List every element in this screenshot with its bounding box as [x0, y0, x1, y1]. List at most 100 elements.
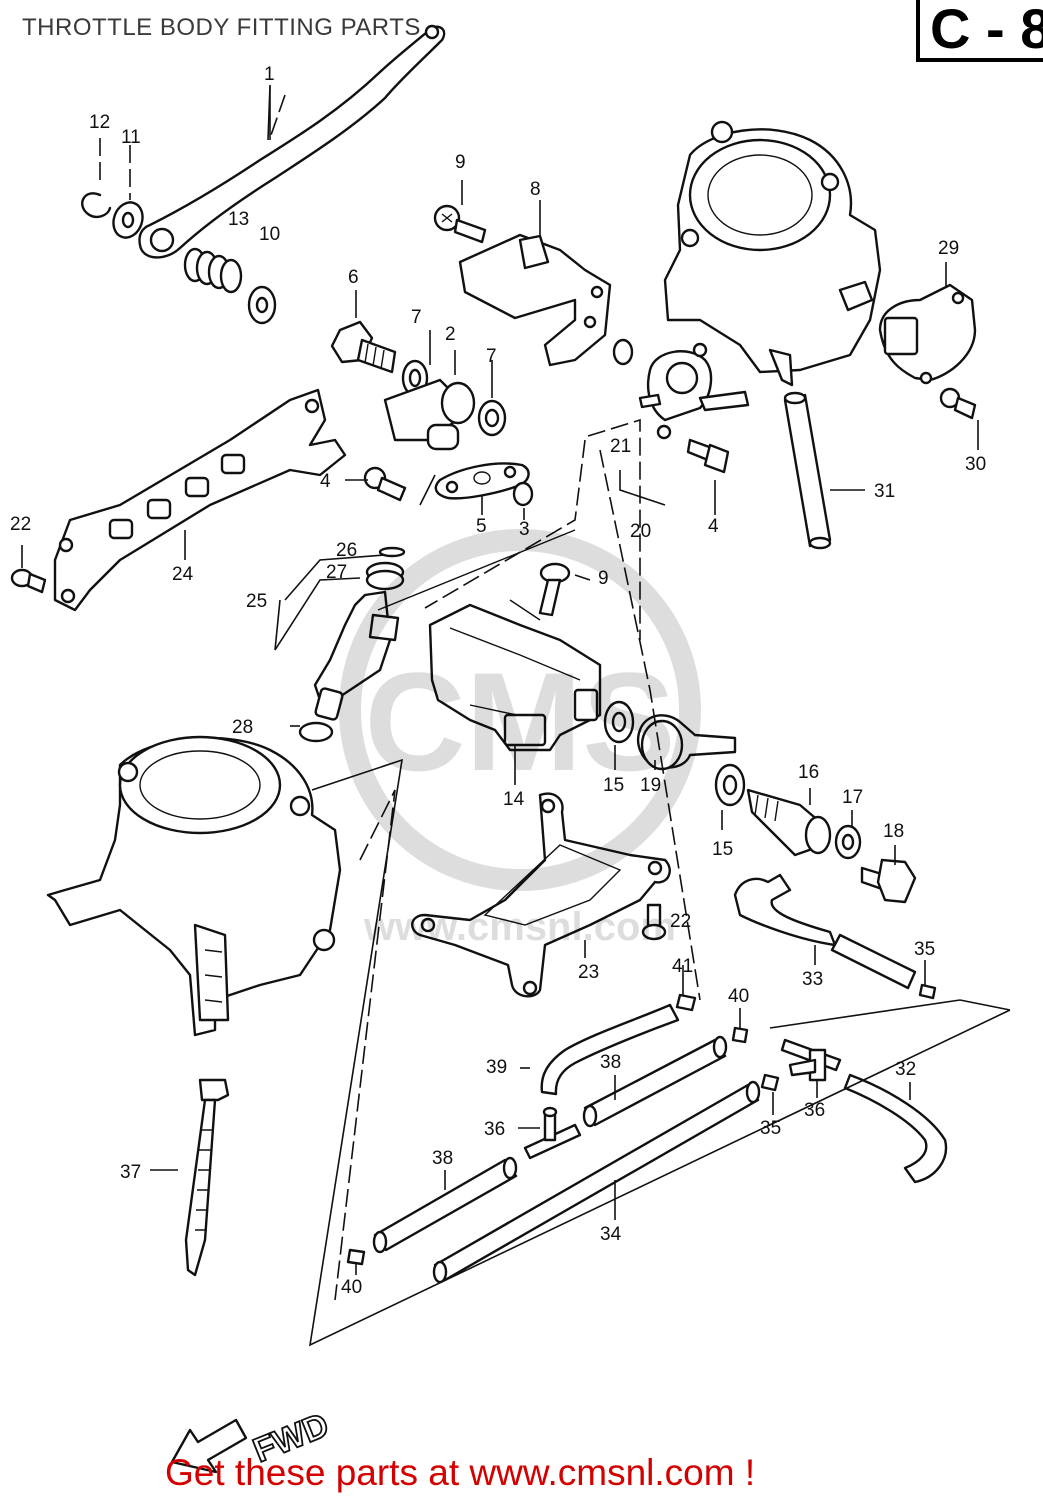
callout-41: 41: [672, 956, 693, 977]
callout-9b: 9: [598, 568, 609, 589]
callout-40b: 40: [341, 1277, 362, 1298]
part-35-cap-a[interactable]: [918, 983, 937, 1000]
part-20-pressure-regulator[interactable]: [638, 342, 750, 440]
part-38-hose-a[interactable]: [582, 1035, 728, 1128]
part-10-washer[interactable]: [247, 285, 277, 325]
callout-38a: 38: [600, 1052, 621, 1073]
callout-11: 11: [121, 127, 141, 148]
part-41-cap[interactable]: [675, 993, 697, 1012]
part-4-bolt-a[interactable]: [363, 466, 407, 502]
part-31-hose[interactable]: [783, 391, 832, 550]
part-17-washer[interactable]: [834, 824, 862, 860]
section-code-box: [916, 0, 1043, 62]
footer-parts-link[interactable]: Get these parts at www.cmsnl.com !: [165, 1452, 756, 1493]
callout-labels: 1 2 3 4 4 5 6 7 7 8 9 9 10 11 12 13 14 1…: [10, 64, 986, 1298]
callout-4b: 4: [708, 516, 719, 537]
part-18-bolt[interactable]: [860, 858, 917, 904]
callout-22b: 22: [670, 911, 691, 932]
fwd-label: FWD: [247, 1405, 335, 1465]
callout-39: 39: [486, 1057, 507, 1078]
callout-3: 3: [519, 519, 530, 540]
part-7-washer-b[interactable]: [477, 399, 507, 437]
part-22-bolt-b[interactable]: [641, 903, 667, 941]
callout-1: 1: [264, 64, 275, 85]
watermark-logo: CMS www.cmsnl.com: [339, 529, 701, 949]
callout-26: 26: [336, 540, 357, 561]
callout-28: 28: [232, 717, 253, 738]
callout-7b: 7: [486, 346, 497, 367]
part-15-washer-a[interactable]: [603, 700, 635, 744]
part-25-fuel-injector[interactable]: [313, 590, 400, 721]
part-19-union[interactable]: [636, 714, 737, 771]
part-23-bracket[interactable]: [411, 792, 671, 998]
part-29-throttle-position-sensor[interactable]: [878, 283, 977, 385]
callout-35b: 35: [760, 1118, 781, 1139]
callout-9a: 9: [455, 152, 466, 173]
part-22-bolt-a[interactable]: [10, 568, 47, 594]
part-36-tee-a[interactable]: [523, 1106, 582, 1160]
section-code: C - 8: [930, 0, 1043, 60]
part-35-cap-b[interactable]: [760, 1073, 780, 1092]
callout-36b: 36: [804, 1100, 825, 1121]
callout-33: 33: [802, 969, 823, 990]
callout-40a: 40: [728, 986, 749, 1007]
part-8-bracket[interactable]: [458, 233, 612, 367]
part-34-hose[interactable]: [432, 1080, 761, 1284]
callout-21: 21: [610, 436, 631, 457]
callout-23: 23: [578, 962, 599, 983]
part-40-cap-a[interactable]: [731, 1026, 749, 1044]
callout-8: 8: [530, 179, 541, 200]
part-28-seal[interactable]: [298, 721, 334, 743]
part-27-seal[interactable]: [365, 561, 405, 591]
part-1-link-rod[interactable]: [138, 24, 446, 259]
part-14-fuel-rail[interactable]: [428, 603, 602, 752]
callout-14: 14: [503, 789, 525, 810]
part-39-hose[interactable]: [540, 1003, 680, 1096]
callout-4a: 4: [320, 471, 331, 492]
callout-24: 24: [172, 564, 194, 585]
part-33-hose[interactable]: [733, 873, 917, 990]
throttle-body-front[interactable]: [46, 735, 342, 1037]
callout-32: 32: [895, 1059, 916, 1080]
part-16-banjo-bolt[interactable]: [746, 788, 832, 857]
fwd-arrow-icon: [170, 1418, 248, 1474]
part-26-o-ring[interactable]: [378, 546, 406, 558]
part-37-wire-tie[interactable]: [184, 1078, 230, 1277]
callout-27: 27: [326, 562, 347, 583]
callout-35a: 35: [914, 939, 935, 960]
callout-17: 17: [842, 787, 863, 808]
watermark-text: CMS: [364, 643, 675, 800]
part-9-screw-a[interactable]: [433, 204, 487, 244]
callout-34: 34: [600, 1224, 622, 1245]
callout-30: 30: [965, 454, 986, 475]
throttle-body-rear[interactable]: [663, 120, 882, 387]
callout-31: 31: [874, 481, 895, 502]
callout-20: 20: [630, 521, 651, 542]
part-4-bolt-b[interactable]: [686, 438, 730, 474]
part-15-washer-b[interactable]: [714, 763, 746, 807]
part-9-screw-b[interactable]: [538, 562, 571, 617]
part-38-hose-b[interactable]: [372, 1156, 518, 1254]
callout-15a: 15: [603, 775, 624, 796]
part-21-o-ring[interactable]: [612, 338, 634, 366]
part-24-bracket[interactable]: [53, 388, 347, 612]
part-13-spring[interactable]: [183, 247, 243, 294]
callout-2: 2: [445, 324, 456, 345]
part-3-o-ring[interactable]: [512, 481, 534, 507]
part-2-fitting[interactable]: [383, 378, 476, 451]
page-title: THROTTLE BODY FITTING PARTS: [22, 14, 421, 41]
part-12-clip[interactable]: [81, 192, 112, 219]
callout-10: 10: [259, 224, 280, 245]
callout-29: 29: [938, 238, 959, 259]
callout-15b: 15: [712, 839, 733, 860]
part-36-tee-b[interactable]: [780, 1038, 842, 1082]
part-30-screw[interactable]: [939, 387, 977, 420]
callout-19: 19: [640, 775, 661, 796]
part-11-washer[interactable]: [109, 198, 148, 241]
assembly-guide-lines: [21, 84, 1011, 1347]
part-6-bolt[interactable]: [330, 320, 397, 374]
part-40-cap-b[interactable]: [346, 1248, 366, 1266]
part-32-hose[interactable]: [843, 1073, 948, 1184]
